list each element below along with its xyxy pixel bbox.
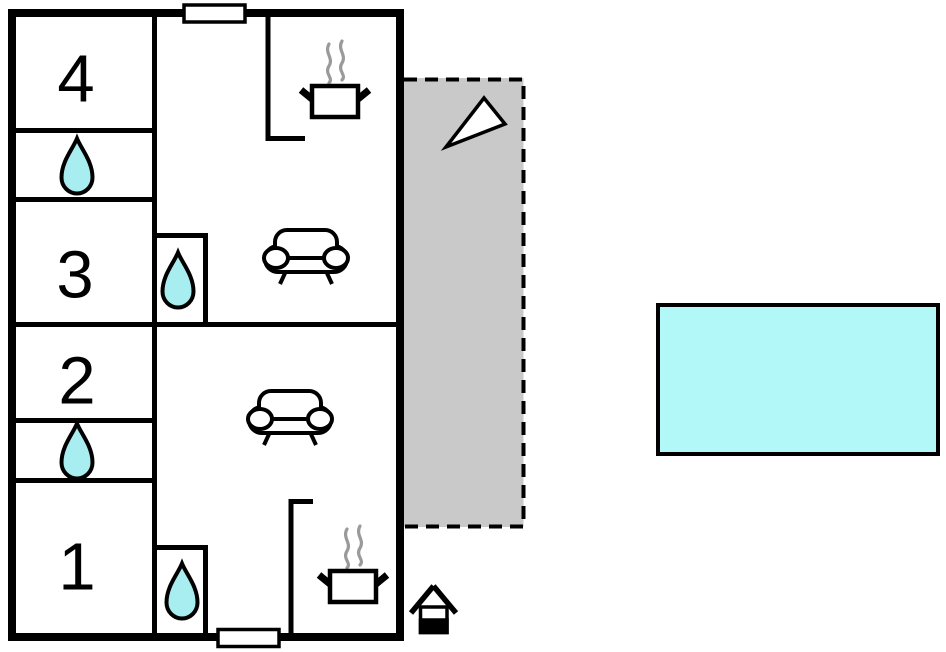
door-top (182, 3, 247, 24)
room-label-3: 3 (56, 237, 94, 313)
room-label-4: 4 (57, 41, 95, 117)
outbuilding-icon (408, 584, 459, 635)
room-label-2: 2 (58, 343, 96, 419)
terrace-area (404, 77, 526, 529)
north-arrow-icon (440, 95, 508, 151)
room-label-1: 1 (58, 529, 96, 605)
wall-kitchen-top (265, 16, 305, 141)
door-bottom (216, 627, 281, 649)
wall-kitchen-bottom (288, 499, 313, 636)
pool (656, 303, 940, 456)
terrace-dashed-border (404, 77, 526, 529)
interior-walls (15, 16, 397, 636)
